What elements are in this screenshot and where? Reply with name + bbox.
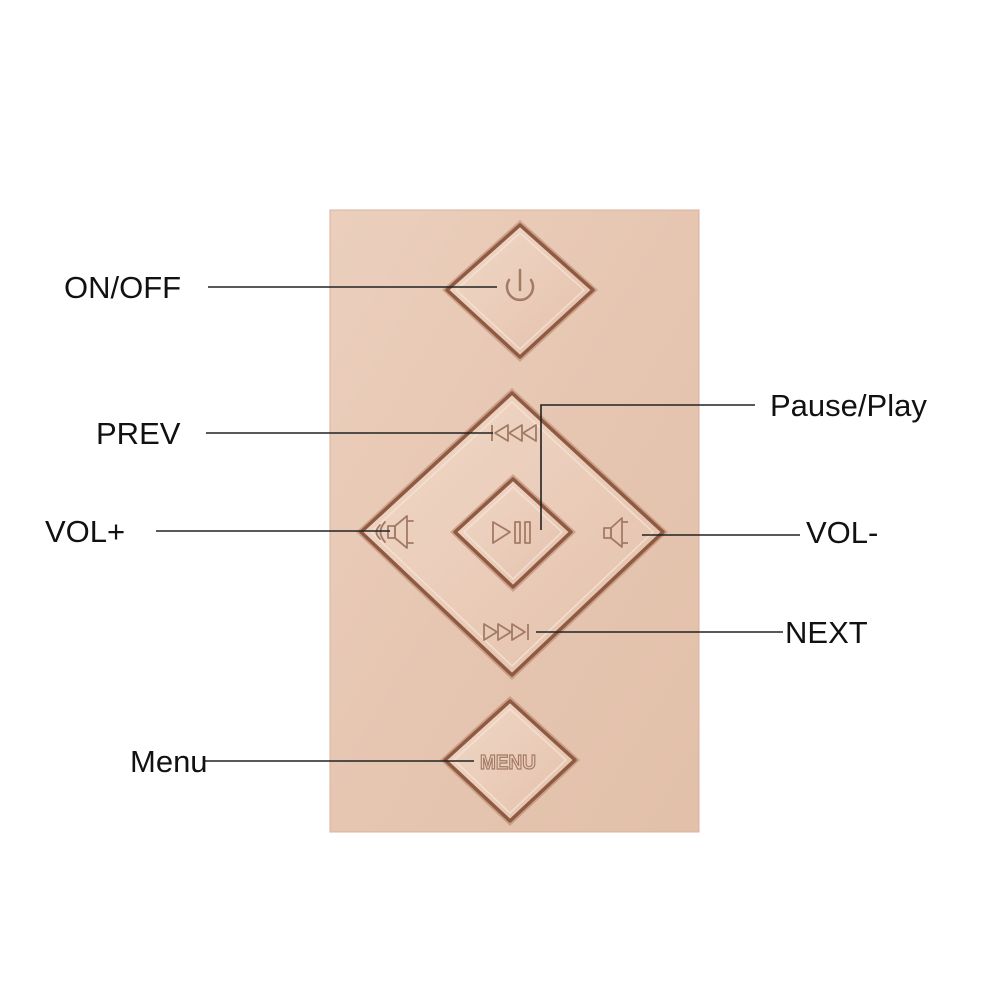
skip-forward-icon bbox=[483, 623, 529, 641]
power-icon bbox=[505, 268, 535, 302]
prev-key[interactable] bbox=[470, 412, 550, 452]
label-pause-play: Pause/Play bbox=[770, 388, 927, 423]
power-key[interactable] bbox=[442, 220, 598, 362]
callout-lines bbox=[156, 286, 800, 762]
play-pause-icon bbox=[492, 521, 531, 544]
label-on-off: ON/OFF bbox=[64, 270, 182, 305]
menu-key[interactable]: MENU bbox=[440, 696, 580, 826]
speaker-loud-icon bbox=[375, 515, 414, 549]
label-prev: PREV bbox=[96, 416, 181, 451]
label-menu: Menu bbox=[130, 744, 208, 779]
vol-down-key[interactable] bbox=[596, 510, 644, 554]
label-vol-minus: VOL- bbox=[806, 515, 879, 550]
label-vol-plus: VOL+ bbox=[45, 514, 126, 549]
menu-key-text: MENU bbox=[480, 752, 536, 774]
leader-pause-play bbox=[540, 404, 755, 530]
vol-up-key[interactable] bbox=[370, 510, 430, 554]
play-pause-key[interactable] bbox=[450, 474, 576, 592]
next-key[interactable] bbox=[470, 612, 550, 652]
label-next: NEXT bbox=[785, 615, 868, 650]
speaker-icon bbox=[603, 517, 628, 548]
